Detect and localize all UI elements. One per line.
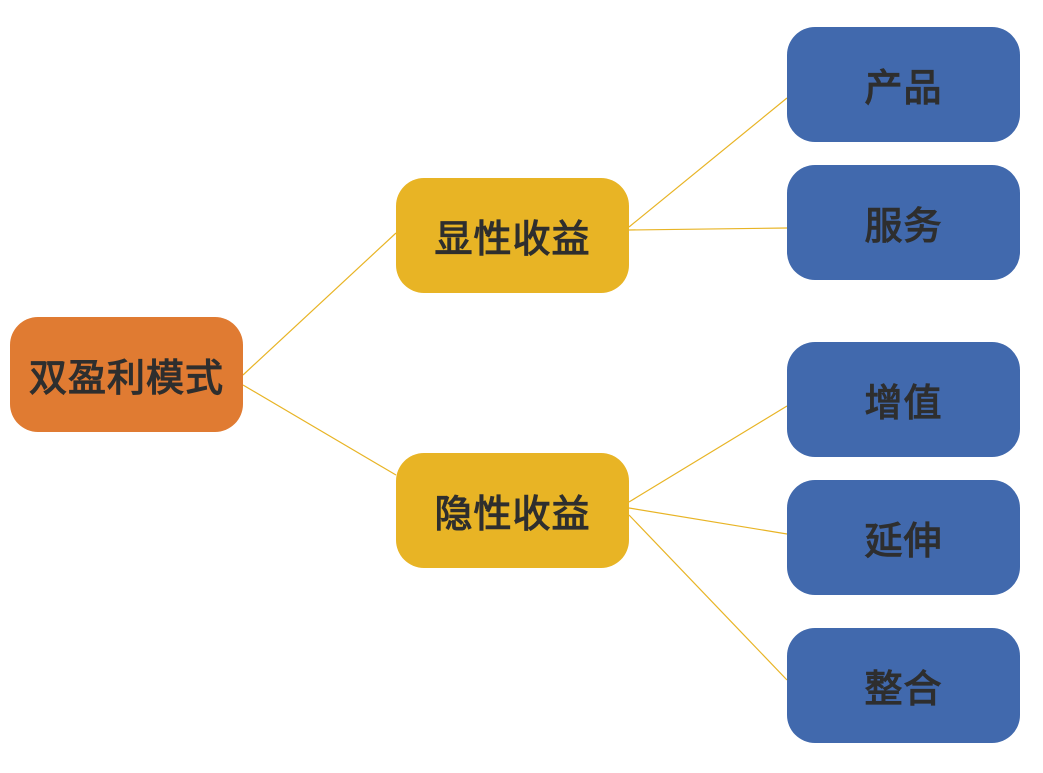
leaf-node-service: 服务 [787, 165, 1020, 280]
connector-implicit-to-extension [628, 507, 788, 535]
connector-explicit-to-product [628, 97, 788, 228]
leaf-node-label: 整合 [864, 667, 943, 711]
leaf-node-label: 产品 [864, 66, 943, 110]
leaf-node-label: 延伸 [864, 519, 943, 563]
connector-implicit-to-integration [628, 514, 788, 681]
branch-node-label: 隐性收益 [434, 492, 591, 536]
connector-root-to-explicit [242, 232, 397, 376]
leaf-node-extension: 延伸 [787, 480, 1020, 595]
root-node-label: 双盈利模式 [28, 356, 224, 400]
branch-node-explicit-revenue: 显性收益 [396, 178, 629, 293]
connector-root-to-implicit [242, 384, 397, 476]
connector-implicit-to-value-added [628, 405, 788, 503]
leaf-node-product: 产品 [787, 27, 1020, 142]
leaf-node-value-added: 增值 [787, 342, 1020, 457]
leaf-node-integration: 整合 [787, 628, 1020, 743]
root-node-dual-profit-model: 双盈利模式 [10, 317, 243, 432]
leaf-node-label: 增值 [864, 381, 943, 425]
connector-explicit-to-service [628, 227, 788, 231]
leaf-node-label: 服务 [864, 204, 943, 248]
branch-node-implicit-revenue: 隐性收益 [396, 453, 629, 568]
branch-node-label: 显性收益 [434, 217, 591, 261]
